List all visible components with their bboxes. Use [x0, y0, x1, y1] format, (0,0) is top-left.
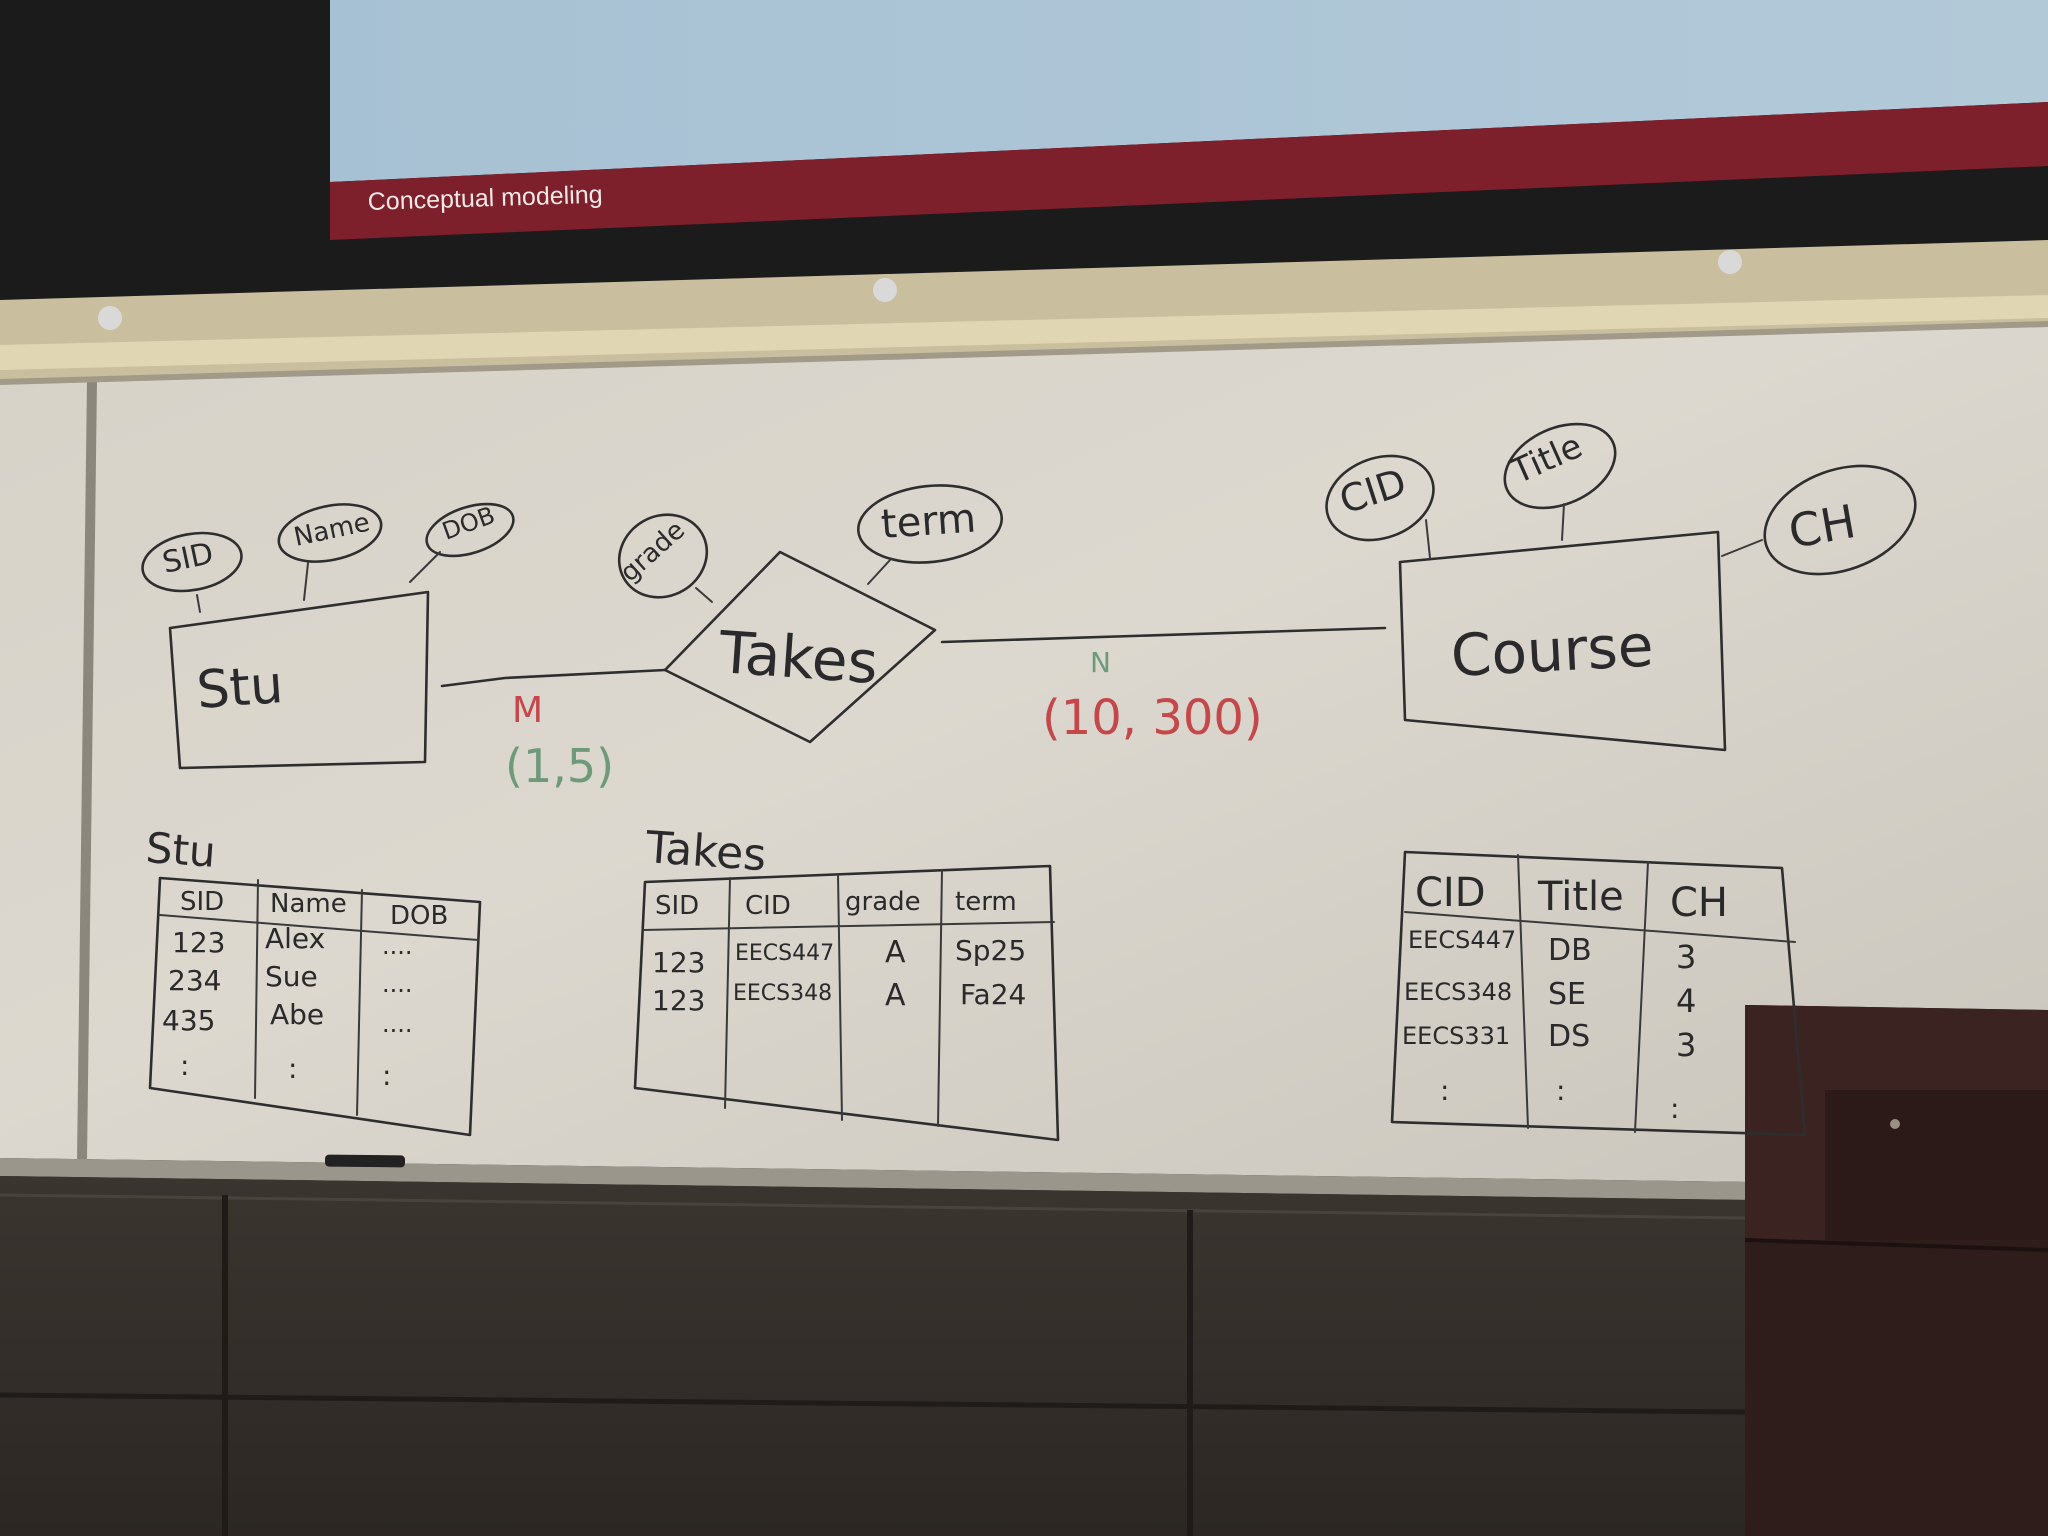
- cardinality-m: M: [512, 690, 543, 731]
- table-course-cell: :: [1556, 1074, 1565, 1107]
- table-takes-cell: EECS447: [735, 941, 834, 966]
- lower-wall: [0, 1176, 2048, 1536]
- table-stu-cell: 435: [162, 1004, 215, 1037]
- table-course-cell: 3: [1676, 1026, 1696, 1064]
- table-course-cell: EECS331: [1402, 1022, 1510, 1050]
- table-course-cell: EECS447: [1408, 926, 1516, 954]
- cardinality-n: N: [1090, 646, 1111, 679]
- table-course-cell: :: [1670, 1092, 1679, 1125]
- table-course-header: Title: [1537, 874, 1624, 920]
- table-course-cell: :: [1440, 1074, 1449, 1107]
- table-takes-header: CID: [745, 891, 791, 921]
- table-course-header: CH: [1670, 880, 1728, 926]
- entity-course-label: Course: [1449, 611, 1655, 690]
- table-course-cell: DS: [1548, 1019, 1590, 1054]
- table-stu: Stu SID Name DOB 123 Alex .... 234 Sue .…: [144, 823, 482, 1137]
- table-takes-cell: Fa24: [960, 978, 1026, 1011]
- table-stu-cell: :: [382, 1059, 391, 1092]
- table-stu-cell: ....: [382, 970, 413, 998]
- table-stu-cell: ....: [382, 1010, 413, 1038]
- table-course-cell: DB: [1548, 933, 1592, 968]
- table-takes-cell: 123: [652, 946, 705, 979]
- table-stu-cell: ....: [382, 932, 413, 960]
- table-takes-header: grade: [845, 887, 921, 917]
- cardinality-range-right: (10, 300): [1042, 690, 1263, 746]
- table-stu-cell: :: [180, 1049, 189, 1082]
- whiteboard: [0, 322, 2048, 1186]
- table-course: CID Title CH EECS447 DB 3 EECS348 SE 4 E…: [1390, 850, 1807, 1137]
- table-stu-cell: 123: [172, 926, 225, 959]
- table-stu-header: Name: [270, 889, 347, 919]
- table-course-header: CID: [1415, 870, 1486, 916]
- table-course-cell: 3: [1676, 938, 1696, 976]
- table-takes-header: term: [955, 887, 1017, 917]
- attr-term: term: [879, 495, 977, 548]
- table-takes-header: SID: [655, 891, 699, 921]
- attr-ch: CH: [1785, 494, 1860, 559]
- table-stu-cell: 234: [168, 964, 221, 997]
- marker-tray: [0, 1158, 2048, 1204]
- entity-stu-label: Stu: [195, 655, 285, 721]
- table-takes-cell: EECS348: [733, 981, 832, 1006]
- table-takes-cell: A: [885, 935, 906, 970]
- table-stu-cell: Alex: [265, 922, 325, 955]
- table-takes: Takes SID CID grade term 123 EECS447 A S…: [633, 822, 1060, 1142]
- table-stu-header: DOB: [390, 901, 448, 931]
- table-course-cell: 4: [1676, 982, 1696, 1020]
- table-takes-cell: Sp25: [955, 934, 1026, 967]
- table-stu-header: SID: [180, 887, 224, 917]
- table-takes-cell: 123: [652, 984, 705, 1017]
- table-stu-cell: :: [288, 1052, 297, 1085]
- table-course-cell: EECS348: [1404, 978, 1512, 1006]
- table-course-cell: SE: [1548, 977, 1586, 1012]
- cardinality-range-left: (1,5): [505, 739, 614, 793]
- table-stu-cell: Sue: [265, 960, 318, 993]
- podium: [1744, 1005, 2048, 1536]
- table-takes-cell: A: [885, 978, 906, 1013]
- projector-screen: Conceptual modeling: [330, 0, 2048, 240]
- table-stu-cell: Abe: [270, 998, 324, 1031]
- table-stu-title: Stu: [144, 823, 217, 877]
- relationship-takes-label: Takes: [716, 618, 880, 697]
- table-takes-title: Takes: [643, 822, 768, 881]
